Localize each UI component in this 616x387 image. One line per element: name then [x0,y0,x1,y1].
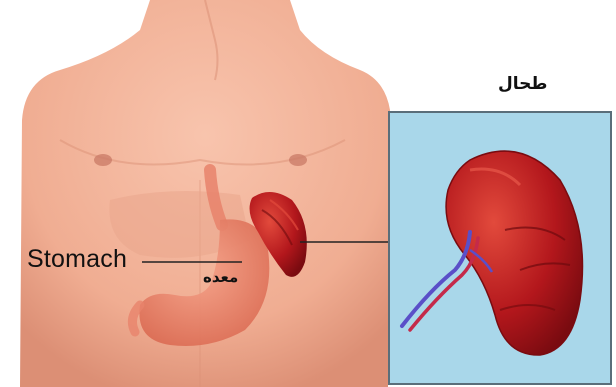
spleen-inset-panel [389,112,611,384]
stomach-label: Stomach [27,245,127,274]
spleen-label-arabic: طحال [498,74,547,94]
stomach-label-arabic: معده [203,268,238,286]
